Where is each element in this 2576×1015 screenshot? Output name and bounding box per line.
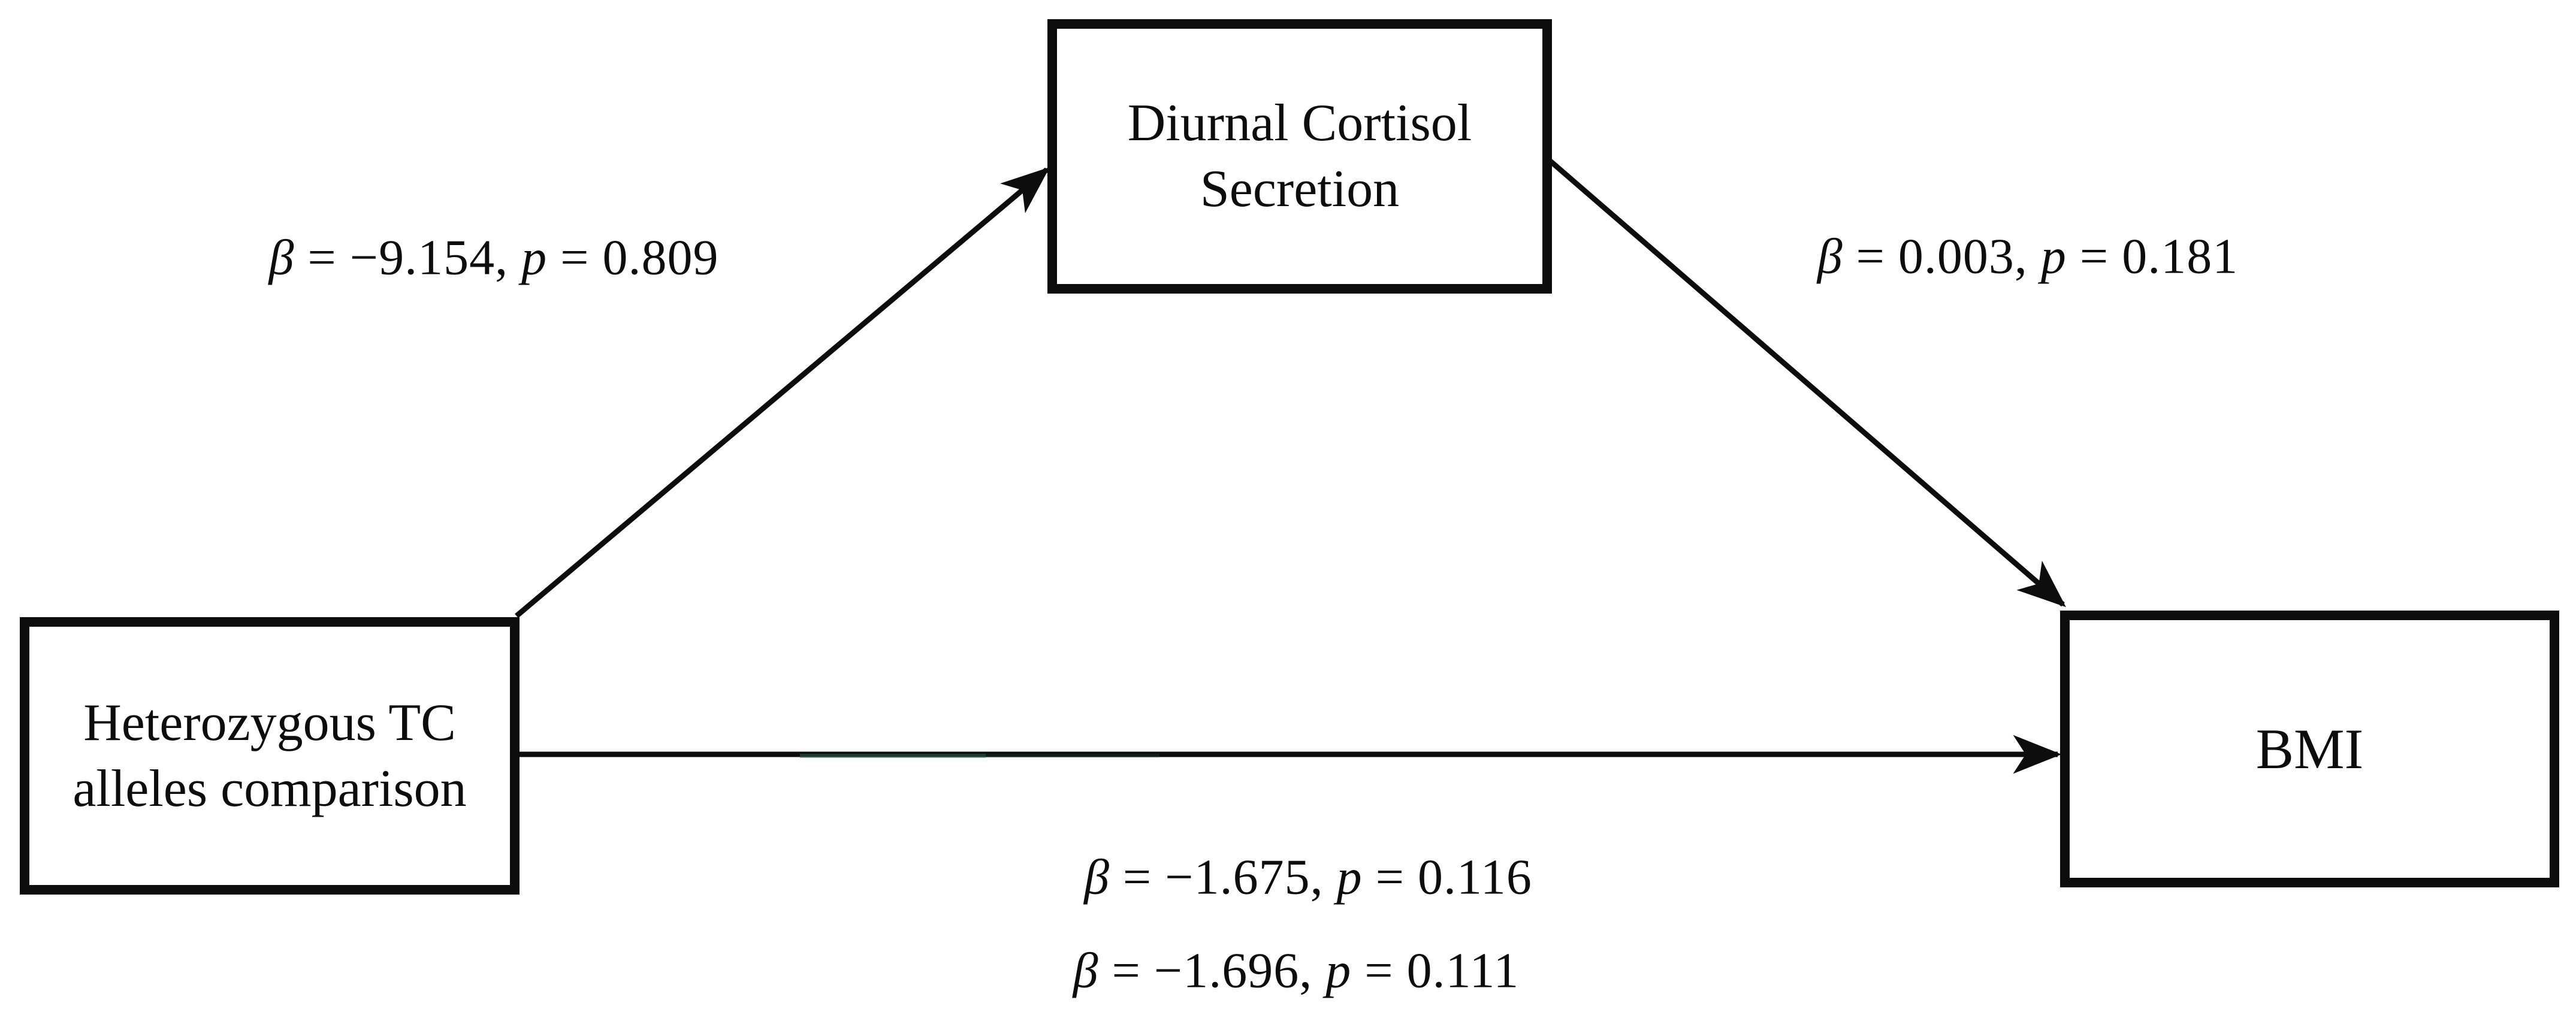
p-symbol: p [1325,942,1352,999]
a-path-coefficient-label: β = −9.154, p = 0.809 [269,229,719,287]
outcome-box-label: BMI [2255,717,2364,781]
mediator-box: Diurnal Cortisol Secretion [1047,19,1552,294]
predictor-box-label-line2: alleles comparison [73,759,467,818]
compression-artifact-tint-faint [986,754,1159,758]
p-value: = 0.111 [1351,942,1520,999]
p-symbol: p [1336,849,1363,905]
predictor-box: Heterozygous TC alleles comparison [20,617,520,895]
beta-value: = −1.675, [1109,849,1337,905]
beta-value: = −9.154, [294,229,522,286]
direct-path-coefficient-label-line2: β = −1.696, p = 0.111 [1073,942,1520,1000]
p-value: = 0.116 [1362,849,1532,905]
beta-value: = 0.003, [1843,228,2041,285]
p-value: = 0.809 [547,229,719,286]
beta-symbol: β [1084,849,1110,905]
b-path-coefficient-label: β = 0.003, p = 0.181 [1817,228,2239,286]
beta-symbol: β [1073,942,1099,999]
mediator-box-label-line2: Secretion [1200,160,1400,218]
p-symbol: p [2040,228,2067,285]
outcome-box: BMI [2060,611,2559,887]
predictor-box-label-line1: Heterozygous TC [83,693,456,752]
a-path-arrow [515,167,1050,618]
compression-artifact-tint [800,754,986,758]
beta-symbol: β [268,229,295,286]
b-path-arrow [1547,157,2066,608]
direct-path-coefficient-label-line1: β = −1.675, p = 0.116 [1084,848,1532,907]
p-symbol: p [521,229,548,286]
p-value: = 0.181 [2066,228,2239,285]
beta-value: = −1.696, [1098,942,1326,999]
beta-symbol: β [1817,228,1843,285]
mediator-box-label-line1: Diurnal Cortisol [1127,94,1472,152]
